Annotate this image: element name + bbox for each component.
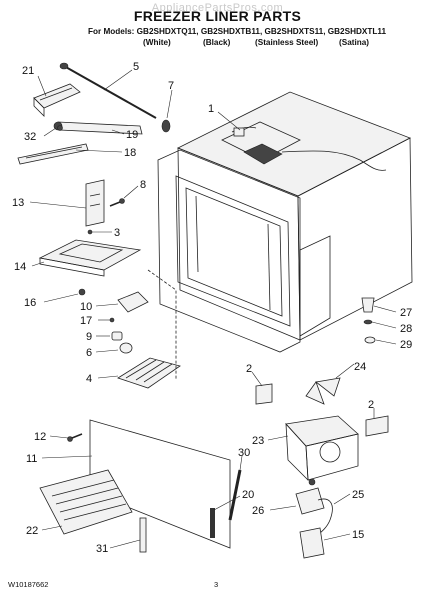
- callout-18: 18: [124, 147, 136, 159]
- callout-24: 24: [354, 361, 366, 373]
- part-3-screw: [87, 229, 93, 235]
- callout-8: 8: [140, 179, 146, 191]
- callout-25: 25: [352, 489, 364, 501]
- part-7-gear: [161, 119, 171, 133]
- part-22-grille: [39, 469, 133, 535]
- part-21-bracket: [33, 83, 81, 117]
- part-12-screw: [67, 433, 83, 442]
- leader-lines: [29, 69, 397, 549]
- callout-7: 7: [168, 80, 174, 92]
- callout-16: 16: [24, 297, 36, 309]
- part-2-foam-left: [255, 383, 273, 405]
- callout-31: 31: [96, 543, 108, 555]
- callout-29: 29: [400, 339, 412, 351]
- callout-21: 21: [22, 65, 34, 77]
- part-8-screw: [109, 198, 125, 207]
- callout-22: 22: [26, 525, 38, 537]
- part-26-fan-motor: [295, 478, 325, 515]
- part-27-cap: [361, 297, 375, 313]
- callout-5: 5: [133, 61, 139, 73]
- callout-26: 26: [252, 505, 264, 517]
- part-32-screw: [57, 125, 63, 131]
- part-28-washer: [363, 319, 373, 325]
- callout-32: 32: [24, 131, 36, 143]
- part-29-grommet: [364, 336, 376, 344]
- variant-stainless: (Stainless Steel): [255, 38, 319, 47]
- part-14-drawer-frame: [38, 239, 142, 277]
- page-number: 3: [214, 580, 219, 589]
- part-16-screw: [78, 288, 86, 296]
- models-line: For Models: GB2SHDXTQ11, GB2SHDXTB11, GB…: [88, 27, 387, 36]
- part-13-bracket: [85, 179, 105, 227]
- callout-19: 19: [126, 129, 138, 141]
- callout-2-left: 2: [246, 363, 252, 375]
- callout-6: 6: [86, 347, 92, 359]
- part-31-strip: [139, 517, 147, 553]
- part-11-evaporator-cover: [89, 419, 231, 549]
- part-15-connector: [299, 527, 325, 559]
- part-4-light-cover: [117, 357, 181, 389]
- callout-2-right: 2: [368, 399, 374, 411]
- part-5-rod: [59, 62, 157, 119]
- part-6-bulb: [119, 342, 133, 354]
- part-20-strip: [210, 508, 215, 538]
- callout-3: 3: [114, 227, 120, 239]
- part-17-screw: [109, 317, 115, 323]
- part-10-light-housing: [117, 291, 149, 313]
- callout-12: 12: [34, 431, 46, 443]
- variant-black: (Black): [203, 38, 231, 47]
- diagram-title: FREEZER LINER PARTS: [133, 8, 302, 24]
- callout-30: 30: [238, 447, 250, 459]
- part-9-socket: [111, 331, 123, 341]
- callout-15: 15: [352, 529, 364, 541]
- callout-20: 20: [242, 489, 254, 501]
- callout-27: 27: [400, 307, 412, 319]
- callout-labels: 21 5 7 1 32 19 18 8 13 3 14 16 10 17 9 6…: [12, 61, 412, 555]
- doc-number: W10187662: [8, 580, 49, 589]
- callout-10: 10: [80, 301, 92, 313]
- variant-satina: (Satina): [339, 38, 370, 47]
- part-2-foam-right: [365, 415, 389, 437]
- part-24-fan-blade: [305, 377, 341, 405]
- part-23-fan-shroud: [285, 415, 359, 482]
- callout-23: 23: [252, 435, 264, 447]
- part-30-strip: [228, 469, 242, 521]
- variant-white: (White): [143, 38, 171, 47]
- watermark: AppliancePartsPros.com: [151, 2, 284, 14]
- callout-17: 17: [80, 315, 92, 327]
- callout-13: 13: [12, 197, 24, 209]
- callout-14: 14: [14, 261, 26, 273]
- callout-1: 1: [208, 103, 214, 115]
- callout-28: 28: [400, 323, 412, 335]
- callout-4: 4: [86, 373, 92, 385]
- callout-9: 9: [86, 331, 92, 343]
- callout-11: 11: [26, 453, 37, 465]
- part-18-rail: [17, 143, 89, 165]
- part-1-freezer-liner: [157, 91, 413, 353]
